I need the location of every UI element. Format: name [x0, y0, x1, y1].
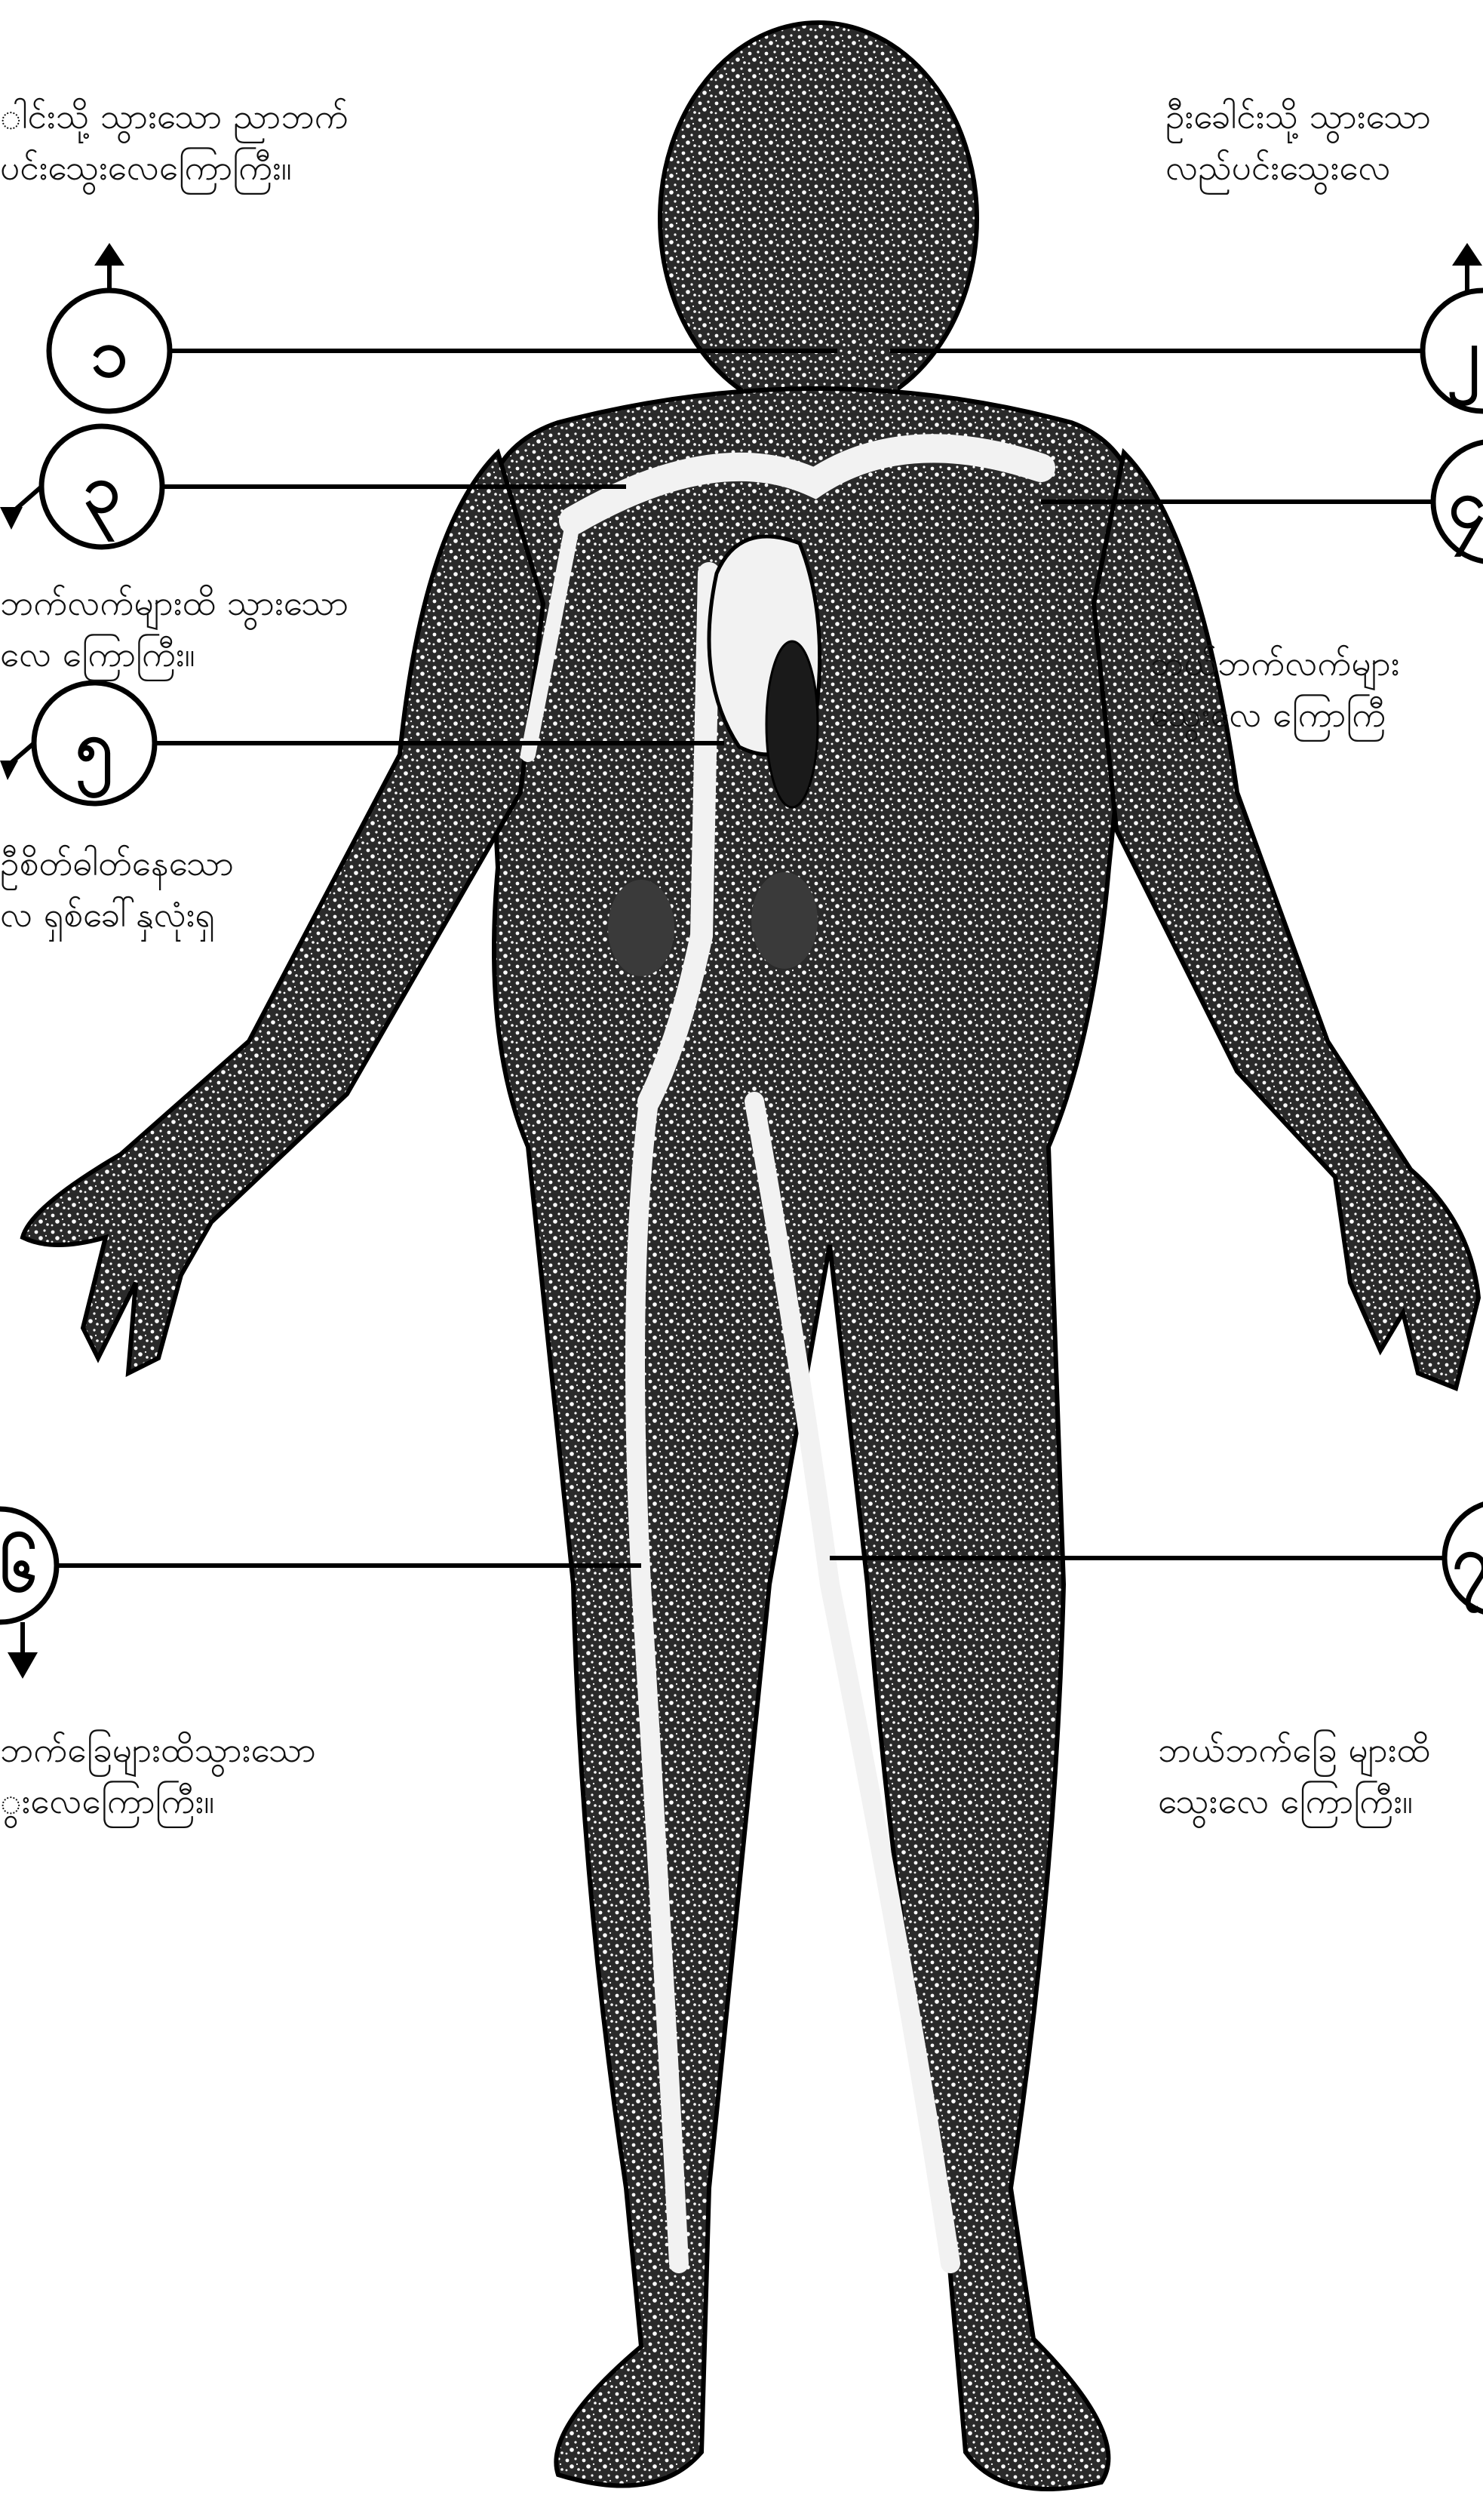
callout-2-line-2: လေ ကြောကြီး။: [0, 628, 348, 680]
callout-4-line-2: ွးလေကြောကြီး။: [0, 1775, 316, 1827]
human-body-figure: [23, 23, 1478, 2489]
marker-6: ၄: [1433, 441, 1483, 562]
callout-6-line-2: သွေးလေ ကြောကြီ: [1150, 689, 1400, 740]
callout-2-line-1: ဘက်လက်များထိ သွားသော: [0, 577, 348, 628]
callout-4-line-1: ဘက်ခြေများထိသွားသော: [0, 1724, 316, 1775]
callout-3-line-1: ဦစိတ်ဓါတ်နေသော: [0, 837, 234, 889]
callout-6-line-1: ဘယ်ဘက်လက်များ: [1150, 638, 1400, 689]
marker-numeral-4: ၆: [0, 1529, 38, 1606]
callout-3: ဦစိတ်ဓါတ်နေသော လ ရှစ်ခေါ်နှလုံးရှ: [0, 837, 234, 940]
callout-6: ဘယ်ဘက်လက်များ သွေးလေ ကြောကြီ: [1150, 638, 1400, 740]
callout-1-line-2: ပင်းသွေးလေကြောကြီး။: [0, 142, 348, 193]
callout-4: ဘက်ခြေများထိသွားသော ွးလေကြောကြီး။: [0, 1724, 316, 1827]
callout-5-line-1: ဦးခေါင်းသို့ သွားသော: [1165, 91, 1431, 142]
callout-3-line-2: လ ရှစ်ခေါ်နှလုံးရှ: [0, 889, 234, 940]
callout-7: ဘယ်ဘက်ခြေ များထိ သွေးလေ ကြောကြီး။: [1158, 1724, 1430, 1827]
left-kidney-shape: [608, 880, 674, 976]
arrow-down-2-icon: [0, 507, 23, 530]
callout-7-line-1: ဘယ်ဘက်ခြေ များထိ: [1158, 1724, 1430, 1775]
right-kidney-shape: [751, 872, 818, 969]
callout-1-line-1: ါင်းသို့ သွားသော ညာဘက်: [0, 91, 348, 142]
marker-2: ၃: [0, 426, 162, 547]
marker-4: ၆: [0, 1509, 57, 1679]
arrow-up-1-icon: [94, 243, 124, 266]
callout-5-line-2: လည်ပင်းသွေးလေ: [1165, 142, 1431, 193]
marker-5: ၂: [1423, 243, 1483, 411]
heart-chamber: [766, 641, 818, 807]
marker-numeral-1: ၁: [91, 314, 128, 392]
arrow-up-5-icon: [1452, 243, 1482, 266]
head-shape: [660, 23, 977, 415]
callout-2: ဘက်လက်များထိ သွားသော လေ ကြောကြီး။: [0, 577, 348, 680]
marker-3: ၅: [0, 683, 155, 804]
marker-1: ၁: [49, 243, 170, 411]
callout-1: ါင်းသို့ သွားသော ညာဘက် ပင်းသွေးလေကြောကြီ…: [0, 91, 348, 193]
arrow-down-4-icon: [8, 1652, 38, 1679]
callout-7-line-2: သွေးလေ ကြောကြီး။: [1158, 1775, 1430, 1827]
right-arm-shape: [1094, 453, 1478, 1388]
arrow-down-3-icon: [0, 761, 18, 780]
callout-5: ဦးခေါင်းသို့ သွားသော လည်ပင်းသွေးလေ: [1165, 91, 1431, 193]
marker-7: ၇: [1445, 1501, 1483, 1615]
